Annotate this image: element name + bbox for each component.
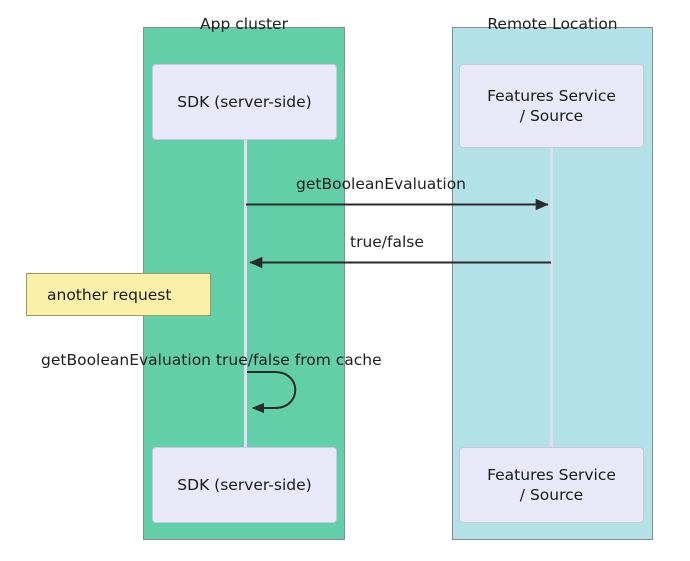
participant-features-service-bottom[interactable]: Features Service / Source: [459, 447, 644, 523]
message-label-get-boolean-evaluation: getBooleanEvaluation: [296, 175, 467, 193]
group-app-cluster-title: App cluster: [200, 15, 288, 33]
note-another-request[interactable]: another request: [26, 273, 211, 316]
participant-sdk-top[interactable]: SDK (server-side): [152, 64, 337, 140]
message-label-cache: getBooleanEvaluation true/false from cac…: [41, 351, 382, 369]
message-label-true-false: true/false: [350, 233, 424, 251]
group-remote-location-title: Remote Location: [487, 15, 618, 33]
participant-sdk-bottom[interactable]: SDK (server-side): [152, 447, 337, 523]
lifeline-sdk: [244, 140, 247, 448]
lifeline-features-service: [550, 148, 553, 448]
participant-features-service-top[interactable]: Features Service / Source: [459, 64, 644, 148]
